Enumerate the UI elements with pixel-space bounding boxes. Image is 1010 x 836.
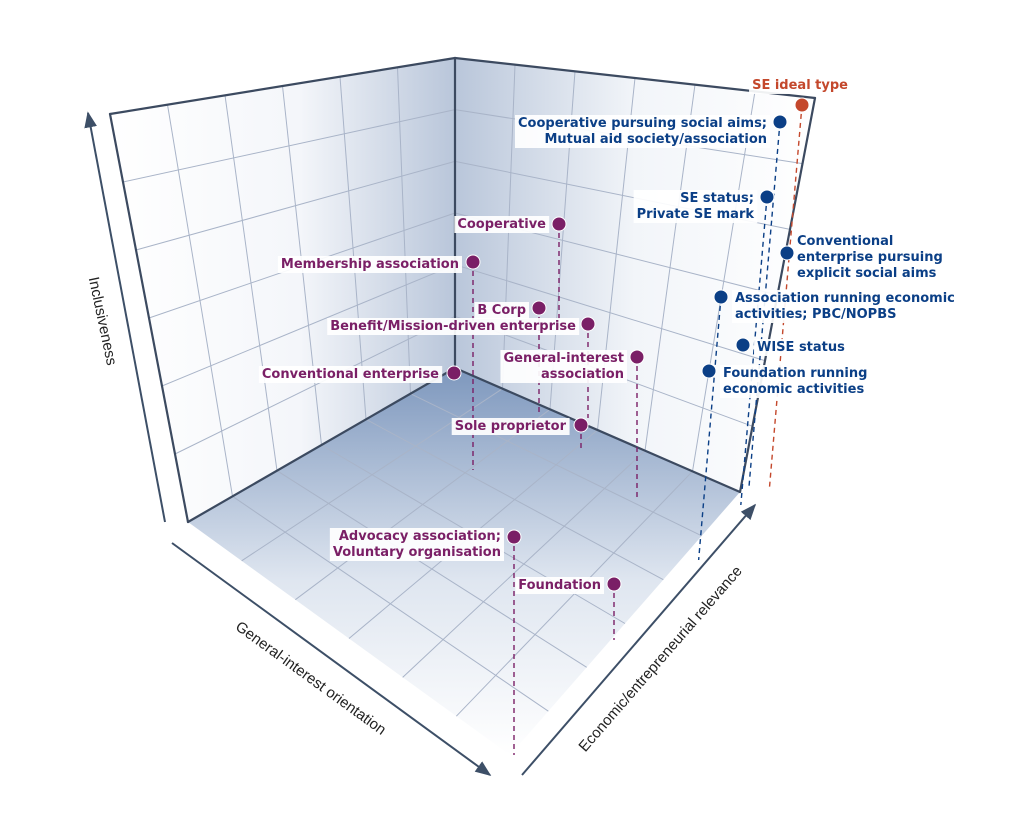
- foundation-point: [606, 576, 622, 592]
- label-line: Voluntary organisation: [333, 545, 501, 560]
- label-line: General-interest: [503, 351, 624, 366]
- label-line: Conventional enterprise: [262, 367, 439, 382]
- label-line: association: [541, 367, 624, 382]
- gi-assoc-point: [629, 349, 645, 365]
- advocacy-label-bg: [329, 528, 504, 561]
- cooperative-label-bg: [454, 216, 550, 233]
- frame-edge: [186, 366, 457, 524]
- economic-axis: [521, 503, 757, 776]
- foundation-econ-label-bg: [720, 365, 871, 398]
- label-line: Sole proprietor: [455, 419, 567, 434]
- bcorp-label-bg: [474, 302, 529, 319]
- conventional-label: Conventional enterprise: [262, 367, 439, 382]
- label-line: Foundation: [518, 578, 601, 593]
- coop-social-point: [772, 114, 788, 130]
- label-line: Foundation running: [723, 366, 867, 381]
- frame-edge: [108, 112, 190, 524]
- label-line: B Corp: [477, 303, 526, 318]
- foundation-econ-point: [701, 363, 717, 379]
- foundation-label: Foundation: [518, 578, 601, 593]
- label-line: SE status;: [680, 191, 754, 206]
- wise-label-bg: [754, 339, 849, 356]
- benefit-label: Benefit/Mission-driven enterprise: [330, 319, 576, 334]
- cooperative-label: Cooperative: [457, 217, 546, 232]
- foundation-label-bg: [515, 577, 604, 594]
- wise-label: WISE status: [757, 340, 845, 355]
- label-line: Cooperative pursuing social aims;: [518, 116, 767, 131]
- sole-label-bg: [451, 418, 570, 435]
- sole-point: [573, 417, 589, 433]
- label-line: Conventional: [797, 234, 893, 249]
- wise-point: [735, 337, 751, 353]
- advocacy-point: [506, 529, 522, 545]
- label-line: Association running economic: [735, 291, 955, 306]
- frame-edge: [453, 366, 742, 494]
- bcorp-point: [531, 300, 547, 316]
- grid-line: [174, 315, 456, 455]
- coop-social-label-bg: [515, 115, 770, 148]
- label-line: economic activities: [723, 382, 864, 397]
- frame-edge: [108, 56, 457, 116]
- sole-label: Sole proprietor: [455, 419, 567, 434]
- label-line: activities; PBC/NOPBS: [735, 307, 896, 322]
- assoc-econ-label-bg: [732, 290, 958, 323]
- label-line: Cooperative: [457, 217, 546, 232]
- cooperative-point: [551, 216, 567, 232]
- se-status-label-bg: [633, 190, 758, 223]
- grid-line: [232, 495, 549, 712]
- label-line: enterprise pursuing: [797, 250, 943, 265]
- label-line: Membership association: [281, 257, 459, 272]
- floor: [188, 368, 740, 755]
- assoc-econ-point: [713, 289, 729, 305]
- conv-social-point: [779, 245, 795, 261]
- label-line: Benefit/Mission-driven enterprise: [330, 319, 576, 334]
- label-line: Mutual aid society/association: [544, 132, 767, 147]
- membership-label-bg: [277, 256, 462, 273]
- se_status-projection-line: [740, 196, 768, 506]
- inclusiveness-axis: [84, 111, 166, 523]
- se-ideal-point: [794, 97, 810, 113]
- label-line: WISE status: [757, 340, 845, 355]
- left-wall: [110, 58, 455, 522]
- assoc_econ-projection-line: [697, 296, 722, 561]
- gi-assoc-label-bg: [500, 350, 627, 383]
- benefit-point: [580, 316, 596, 332]
- se-ideal-label: SE ideal type: [752, 78, 848, 93]
- conventional-label-bg: [258, 366, 443, 383]
- coop-social-label: Cooperative pursuing social aims;Mutual …: [518, 116, 767, 147]
- label-line: SE ideal type: [752, 78, 848, 93]
- membership-point: [465, 254, 481, 270]
- label-line: explicit social aims: [797, 266, 937, 281]
- advocacy-label: Advocacy association;Voluntary organisat…: [333, 529, 501, 560]
- se-status-label: SE status;Private SE mark: [637, 191, 755, 222]
- conv-social-label-bg: [794, 233, 946, 282]
- label-line: Private SE mark: [637, 207, 755, 222]
- se-ideal-label-bg: [749, 77, 852, 94]
- data-points: [446, 97, 810, 592]
- benefit-label-bg: [327, 318, 580, 335]
- label-line: Advocacy association;: [339, 529, 501, 544]
- general-interest-axis: [171, 542, 492, 776]
- conventional-point: [446, 365, 462, 381]
- inclusiveness-label: Inclusiveness: [85, 275, 120, 367]
- bcorp-label: B Corp: [477, 303, 526, 318]
- membership-label: Membership association: [281, 257, 459, 272]
- se-status-point: [759, 189, 775, 205]
